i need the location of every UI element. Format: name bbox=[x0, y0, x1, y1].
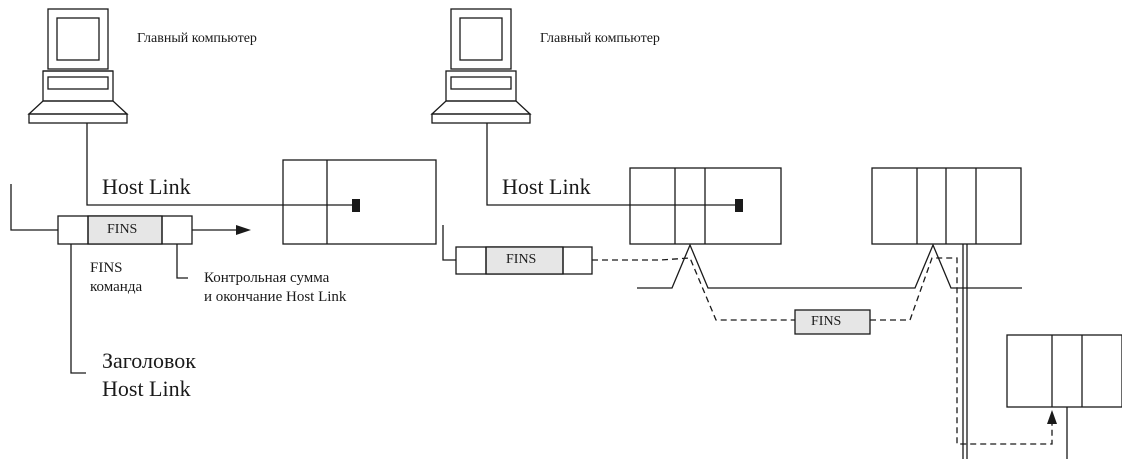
right-host-computer-icon bbox=[430, 8, 532, 124]
plc-unit-1 bbox=[629, 167, 782, 245]
header-label-2: Host Link bbox=[102, 376, 191, 401]
header-leader bbox=[70, 244, 86, 374]
fins-command-label-2: команда bbox=[90, 279, 143, 295]
plc-unit-3 bbox=[1006, 334, 1122, 408]
right-frame-text: FINS bbox=[506, 252, 537, 267]
right-link-label: Host Link bbox=[502, 174, 591, 199]
network-fins-frame bbox=[794, 309, 871, 335]
right-host-label: Главный компьютер bbox=[540, 31, 660, 46]
plc-unit-2 bbox=[871, 167, 1022, 245]
left-host-label: Главный компьютер bbox=[137, 31, 257, 46]
fins-route-dashed bbox=[592, 257, 795, 321]
left-host-computer-icon bbox=[27, 8, 129, 124]
left-frame-arrowhead bbox=[236, 225, 251, 235]
route-arrowhead bbox=[1047, 410, 1057, 424]
left-plc-unit bbox=[282, 159, 437, 245]
header-label-1: Заголовок bbox=[102, 348, 196, 373]
network-frame-text: FINS bbox=[811, 314, 842, 329]
left-plc-connector bbox=[352, 199, 360, 212]
right-fins-frame bbox=[455, 246, 593, 275]
left-link-label: Host Link bbox=[102, 174, 191, 199]
left-frame-bracket bbox=[10, 184, 58, 231]
right-host-link-cable bbox=[486, 123, 735, 206]
right-plc-connector bbox=[735, 199, 743, 212]
right-frame-bracket bbox=[442, 225, 456, 261]
fins-command-label-1: FINS bbox=[90, 260, 123, 276]
left-host-link-cable bbox=[86, 123, 353, 206]
checksum-label-1: Контрольная сумма bbox=[204, 270, 330, 286]
checksum-label-2: и окончание Host Link bbox=[204, 289, 347, 305]
fins-route-dashed-2 bbox=[870, 257, 1053, 445]
checksum-leader bbox=[176, 244, 188, 279]
left-frame-text: FINS bbox=[107, 222, 138, 237]
network-cable bbox=[637, 243, 1022, 289]
